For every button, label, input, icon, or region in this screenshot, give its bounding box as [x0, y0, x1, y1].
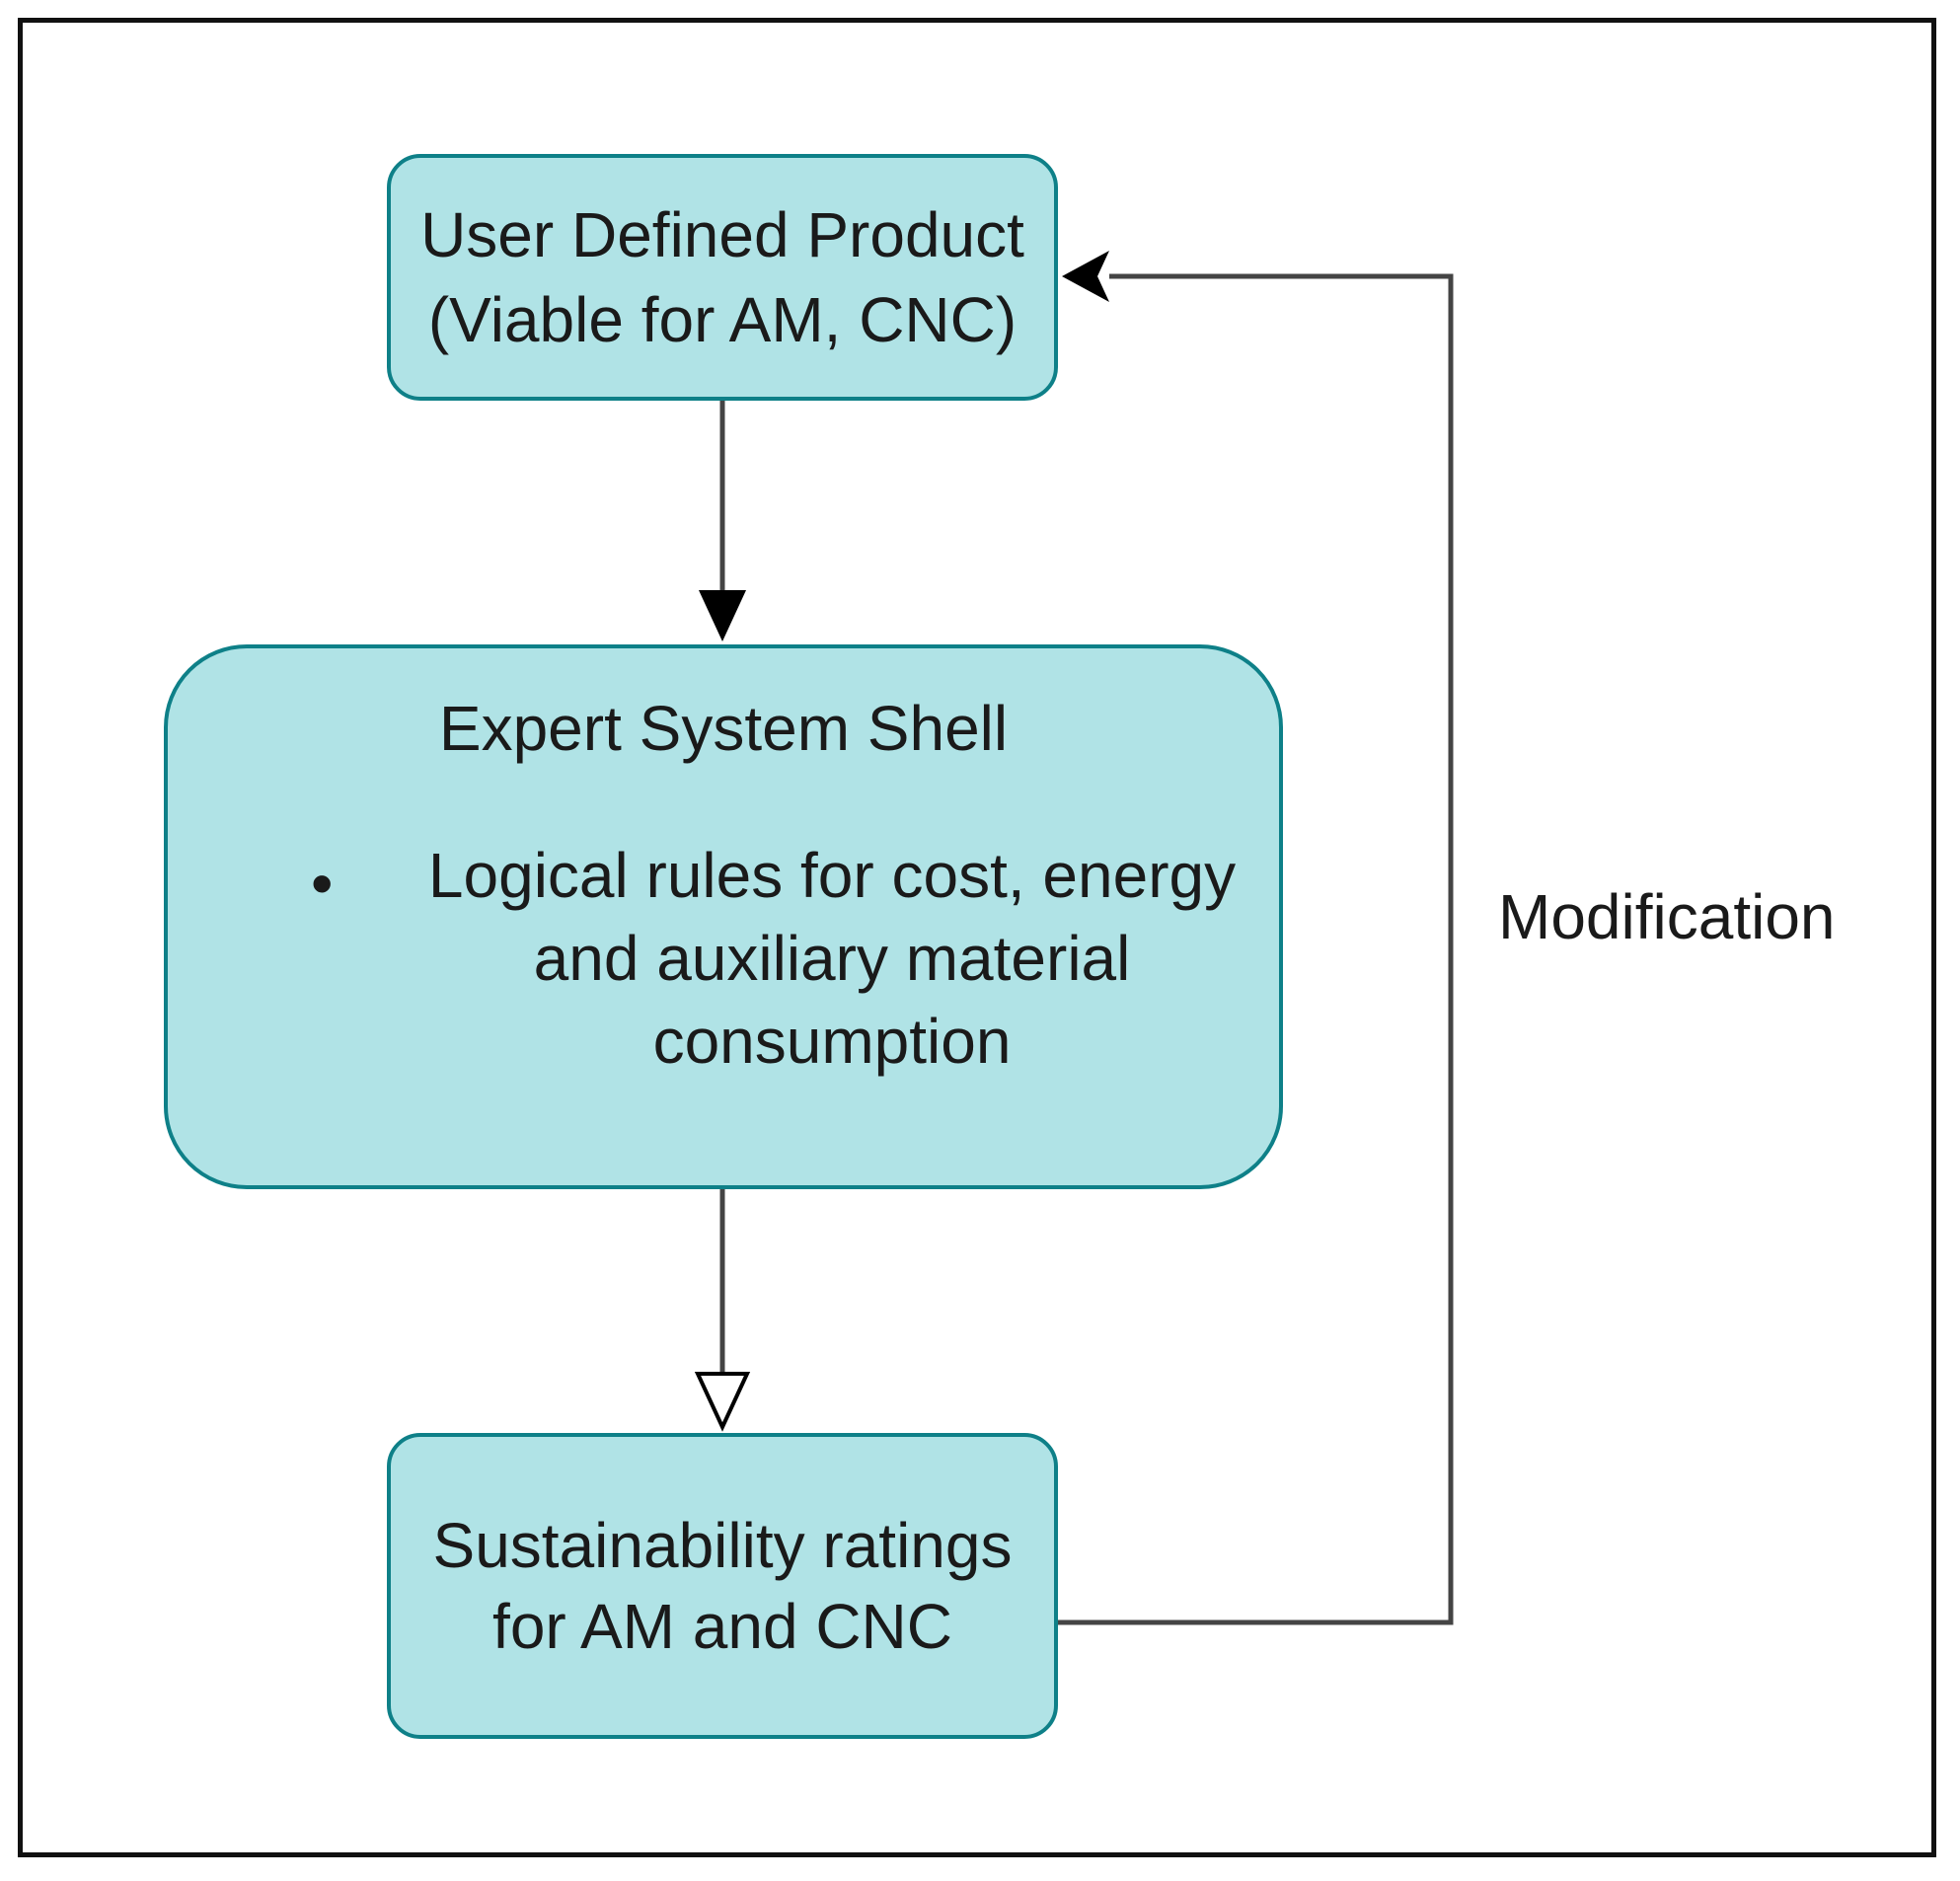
node-sustainability-ratings[interactable]: Sustainability ratings for AM and CNC: [387, 1433, 1058, 1739]
expert-rule-text: Logical rules for cost, energy and auxil…: [427, 840, 1237, 1077]
edge-modification-loop: [1058, 273, 1454, 1625]
node-user-defined-product[interactable]: User Defined Product (Viable for AM, CNC…: [387, 154, 1058, 401]
node-sustain-line-1: Sustainability ratings: [432, 1510, 1013, 1581]
node-sustain-line-2: for AM and CNC: [492, 1591, 952, 1662]
node-expert-system-shell[interactable]: Expert System Shell • Logical rules for …: [164, 644, 1283, 1189]
arrowhead-filled-down: [699, 590, 746, 641]
expert-rule-list: • Logical rules for cost, energy and aux…: [168, 834, 1279, 1083]
node-user-line-2: (Viable for AM, CNC): [427, 284, 1018, 355]
expert-rule-item: • Logical rules for cost, energy and aux…: [168, 834, 1279, 1083]
edge-label-modification: Modification: [1498, 881, 1836, 952]
arrowhead-modification-left: [1062, 251, 1109, 302]
node-expert-title: Expert System Shell: [438, 693, 1009, 764]
arrowhead-hollow-down: [694, 1372, 751, 1432]
node-user-line-1: User Defined Product: [420, 199, 1024, 270]
diagram-frame: [18, 18, 1936, 1857]
bullet-icon: •: [311, 848, 334, 919]
